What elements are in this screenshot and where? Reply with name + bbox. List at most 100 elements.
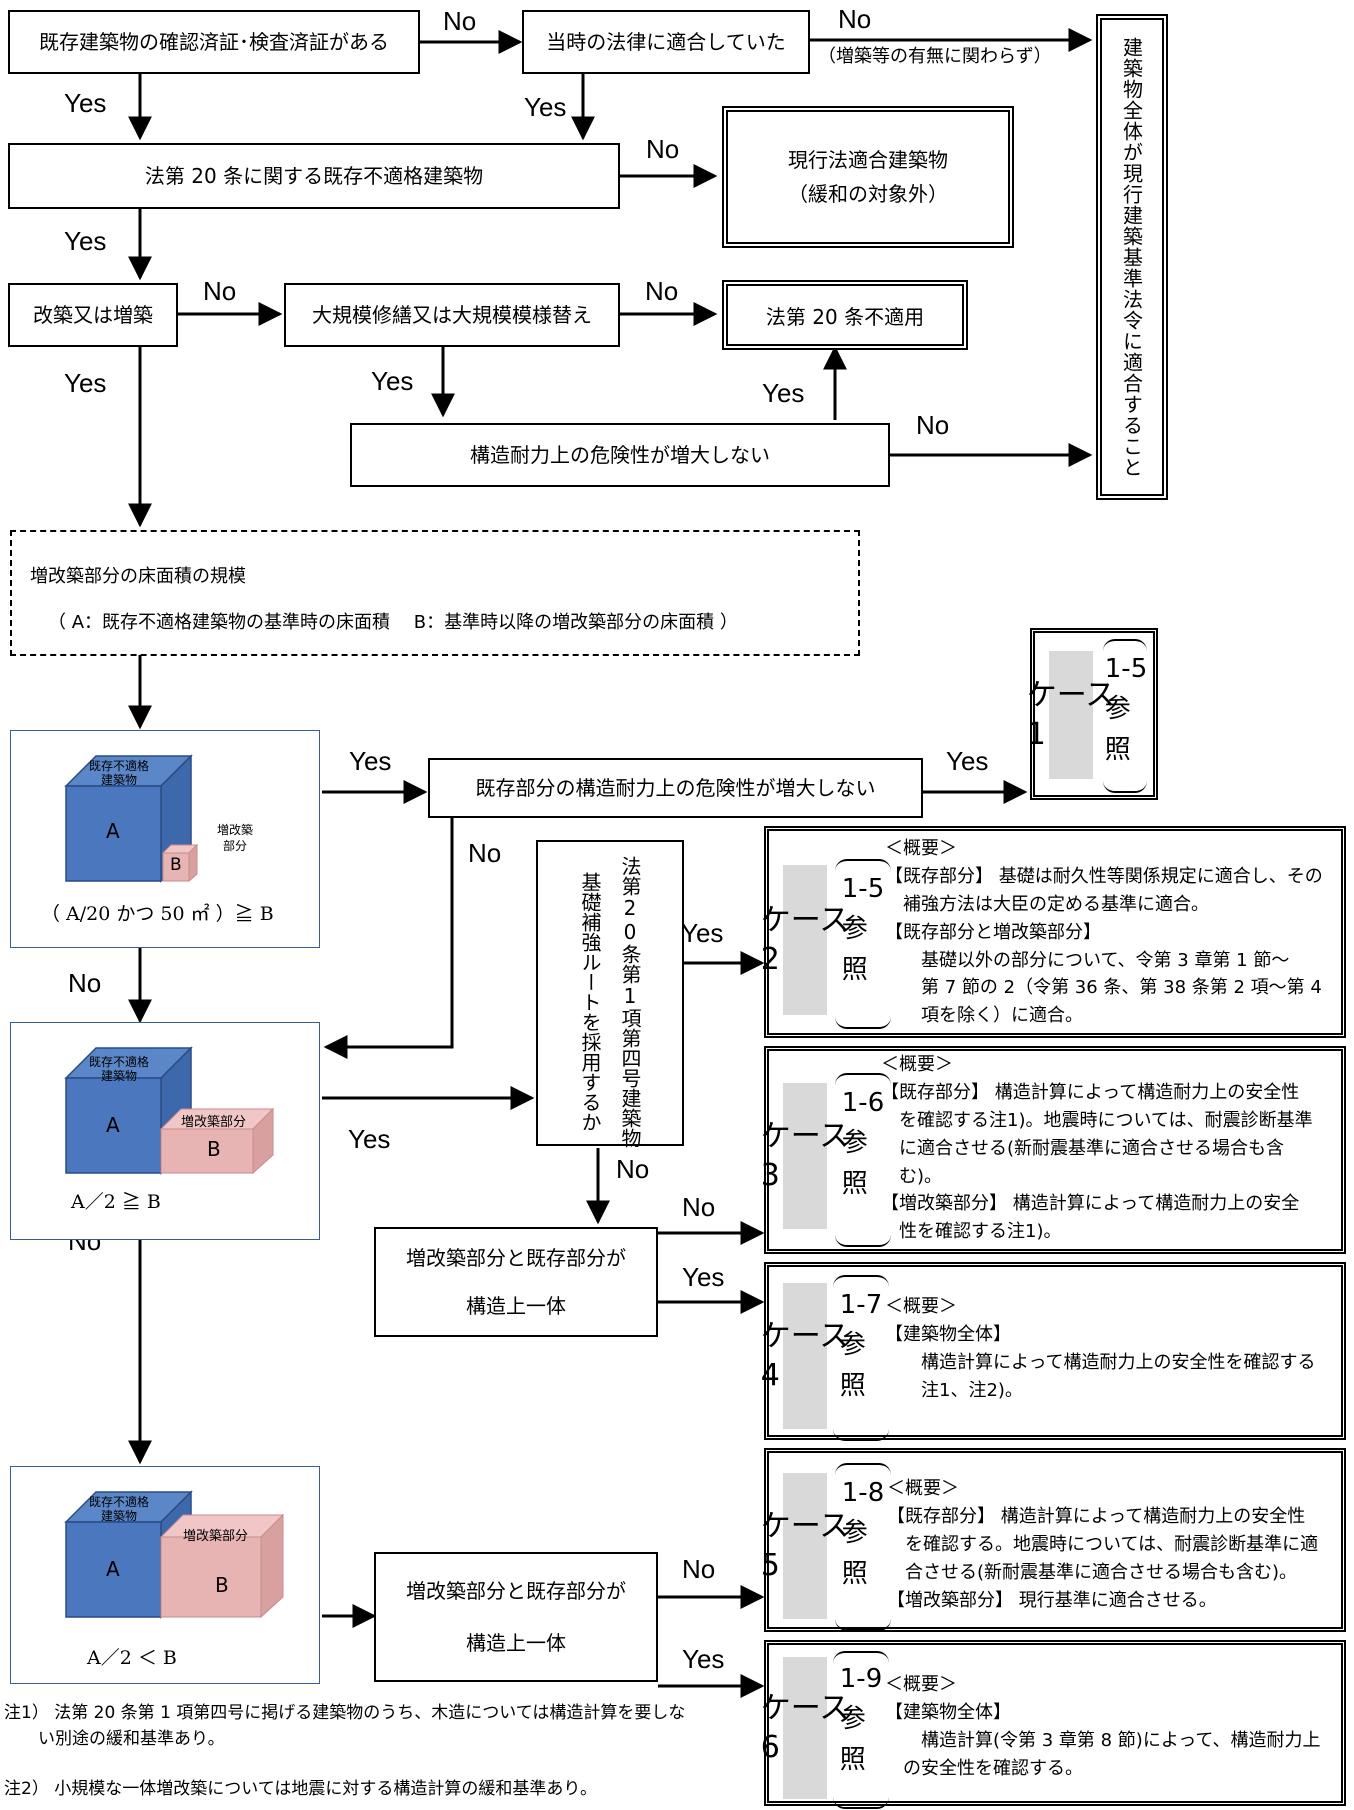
case-description: ＜概要＞ 【建築物全体】 構造計算によって構造耐力上の安全性を確認する 注1、注… bbox=[885, 1296, 1316, 1401]
node-label: 法第 20 条不適用 bbox=[765, 304, 925, 329]
cube-b-label: 増改築部分 bbox=[183, 1529, 249, 1544]
case-ref: 1-9 参 照 bbox=[839, 1664, 883, 1775]
bracket bbox=[1103, 639, 1147, 793]
scale-panel-small: 既存不適格 建築物 A B 増改築 部分 （ A/20 かつ 50 ㎡ ）≧ B bbox=[10, 730, 320, 948]
node-floor-area-scale: 増改築部分の床面積の規模 （ A：既存不適格建築物の基準時の床面積 B：基準時以… bbox=[10, 530, 860, 656]
node-legal-at-time: 当時の法律に適合していた bbox=[522, 10, 810, 74]
label-yes: Yes bbox=[682, 1262, 725, 1292]
label-yes: Yes bbox=[762, 378, 805, 408]
node-large-repair: 大規模修繕又は大規模模様替え bbox=[284, 283, 620, 347]
label-no: No bbox=[682, 1192, 716, 1222]
node-confirmation-certificate: 既存建築物の確認済証･検査済証がある bbox=[8, 10, 420, 74]
scale-condition: （ A/20 かつ 50 ㎡ ）≧ B bbox=[41, 903, 274, 925]
scale-panel-large: 既存不適格 建築物 A 増改築部分 B A／2 ＜ B bbox=[10, 1466, 320, 1684]
label-yes: Yes bbox=[349, 746, 392, 776]
node-label: 基礎補強ルートを採用するか bbox=[578, 872, 602, 1132]
node-whole-building-compliant: 建築物全体が現行建築基準法令に適合すること bbox=[1096, 14, 1168, 500]
case-card-2: ケース 2 1-5 参 照 ＜概要＞ 【既存部分】 基礎は耐久性等関係規定に適合… bbox=[761, 826, 1346, 1038]
label-no: No bbox=[682, 1554, 716, 1584]
cube-b-letter: B bbox=[207, 1137, 221, 1161]
node-note: （増築等の有無に関わらず） bbox=[818, 46, 1052, 67]
cube-a-label: 既存不適格 建築物 bbox=[89, 759, 150, 788]
label-yes: Yes bbox=[682, 1644, 725, 1674]
case-description: ＜概要＞ 【既存部分】 構造計算によって構造耐力上の安全性 を確認する。地震時に… bbox=[887, 1478, 1319, 1611]
case-description: ＜概要＞ 【既存部分】 基礎は耐久性等関係規定に適合し、その 補強方法は大臣の定… bbox=[885, 838, 1323, 1027]
node-label: 増改築部分と既存部分が bbox=[406, 1579, 626, 1603]
case-card-1: ケース 1 1-5 参 照 bbox=[1027, 628, 1158, 800]
scale-condition: A／2 ≧ B bbox=[71, 1191, 161, 1213]
label-no: No bbox=[443, 6, 477, 36]
node-label: 大規模修繕又は大規模模様替え bbox=[312, 303, 592, 327]
case-tag: ケース 2 bbox=[761, 865, 849, 1015]
cube-illustration bbox=[64, 754, 199, 883]
case-card-6: ケース 6 1-9 参 照 ＜概要＞ 【建築物全体】 構造計算(令第 3 章第 … bbox=[761, 1640, 1346, 1809]
case-tag: ケース 3 bbox=[761, 1083, 849, 1229]
case-tag: ケース 6 bbox=[761, 1657, 849, 1799]
label-no: No bbox=[68, 968, 102, 998]
case-ref: 1-5 参 照 bbox=[1104, 654, 1148, 765]
node-label: 増改築部分の床面積の規模 bbox=[30, 566, 246, 587]
label-no: No bbox=[646, 134, 680, 164]
node-label: 法第 20 条に関する既存不適格建築物 bbox=[144, 164, 484, 188]
label-yes: Yes bbox=[64, 226, 107, 256]
label-yes: Yes bbox=[946, 746, 989, 776]
cube-a-label: 既存不適格 建築物 bbox=[89, 1495, 150, 1524]
node-article20-no4: 基礎補強ルートを採用するか 法第20条第1項第四号建築物 bbox=[536, 840, 684, 1148]
node-label: （緩和の対象外） bbox=[788, 182, 948, 206]
node-existing-nonconforming: 法第 20 条に関する既存不適格建築物 bbox=[8, 143, 620, 209]
cube-b-label: 増改築 部分 bbox=[217, 823, 254, 853]
label-yes: Yes bbox=[681, 918, 724, 948]
label-yes: Yes bbox=[64, 88, 107, 118]
label-yes: Yes bbox=[348, 1124, 391, 1154]
cube-illustration bbox=[64, 1046, 275, 1175]
scale-panel-medium: 既存不適格 建築物 A 増改築部分 B A／2 ≧ B bbox=[10, 1022, 320, 1240]
label-no: No bbox=[468, 838, 502, 868]
case-description: ＜概要＞ 【建築物全体】 構造計算(令第 3 章第 8 節)によって、構造耐力上… bbox=[885, 1674, 1321, 1779]
cube-b-letter: B bbox=[215, 1573, 229, 1597]
bracket bbox=[835, 1073, 891, 1247]
footnote-2: 注2） 小規模な一体増改築については地震に対する構造計算の緩和基準あり。 bbox=[4, 1779, 598, 1799]
node-no-increased-danger: 構造耐力上の危険性が増大しない bbox=[350, 423, 890, 487]
node-label: 建築物全体が現行建築基準法令に適合すること bbox=[1119, 36, 1144, 478]
bracket bbox=[833, 1275, 889, 1441]
cube-illustration bbox=[64, 1490, 285, 1619]
case-tag: ケース 4 bbox=[761, 1283, 849, 1429]
node-rebuild-or-extend: 改築又は増築 bbox=[8, 283, 178, 347]
case-description: ＜概要＞ 【既存部分】 構造計算によって構造耐力上の安全性 を確認する注1)。地… bbox=[881, 1054, 1313, 1243]
label-yes: Yes bbox=[64, 368, 107, 398]
cube-a-letter: A bbox=[106, 1113, 120, 1137]
case-ref: 1-6 参 照 bbox=[841, 1088, 885, 1199]
case-card-5: ケース 5 1-8 参 照 ＜概要＞ 【既存部分】 構造計算によって構造耐力上の… bbox=[761, 1448, 1346, 1632]
cube-a-letter: A bbox=[106, 819, 120, 843]
node-label: 既存建築物の確認済証･検査済証がある bbox=[39, 30, 389, 54]
cube-b-label: 増改築部分 bbox=[181, 1115, 247, 1130]
node-label: 構造上一体 bbox=[466, 1294, 566, 1318]
node-current-law-compliant: 現行法適合建築物 （緩和の対象外） bbox=[722, 106, 1014, 248]
label-no: No bbox=[616, 1154, 650, 1184]
label-no: No bbox=[916, 410, 950, 440]
cube-a-letter: A bbox=[106, 1557, 120, 1581]
label-no: No bbox=[838, 4, 872, 34]
node-label: 当時の法律に適合していた bbox=[546, 30, 786, 54]
node-label: 増改築部分と既存部分が bbox=[406, 1246, 626, 1270]
node-article20-not-applied: 法第 20 条不適用 bbox=[722, 280, 968, 350]
footnote-1: 注1） 法第 20 条第 1 項第四号に掲げる建築物のうち、木造については構造計… bbox=[4, 1703, 686, 1750]
node-label: 改築又は増築 bbox=[33, 303, 153, 327]
bracket bbox=[833, 1651, 889, 1809]
bracket bbox=[835, 1463, 891, 1631]
scale-condition: A／2 ＜ B bbox=[87, 1647, 177, 1669]
node-structurally-integrated: 増改築部分と既存部分が 構造上一体 bbox=[374, 1552, 658, 1682]
label-no: No bbox=[645, 276, 679, 306]
node-label: 構造上一体 bbox=[466, 1631, 566, 1655]
node-label: 既存部分の構造耐力上の危険性が増大しない bbox=[475, 776, 876, 800]
case-ref: 1-7 参 照 bbox=[839, 1290, 883, 1401]
bracket bbox=[835, 859, 891, 1029]
node-existing-no-danger: 既存部分の構造耐力上の危険性が増大しない bbox=[428, 758, 923, 818]
case-ref: 1-5 参 照 bbox=[841, 874, 885, 985]
node-label: 現行法適合建築物 bbox=[788, 148, 948, 172]
label-yes: Yes bbox=[371, 366, 414, 396]
label-no: No bbox=[203, 276, 237, 306]
node-label: （ A：既存不適格建築物の基準時の床面積 B：基準時以降の増改築部分の床面積 ） bbox=[48, 612, 738, 633]
node-label: 法第20条第1項第四号建築物 bbox=[618, 856, 642, 1148]
